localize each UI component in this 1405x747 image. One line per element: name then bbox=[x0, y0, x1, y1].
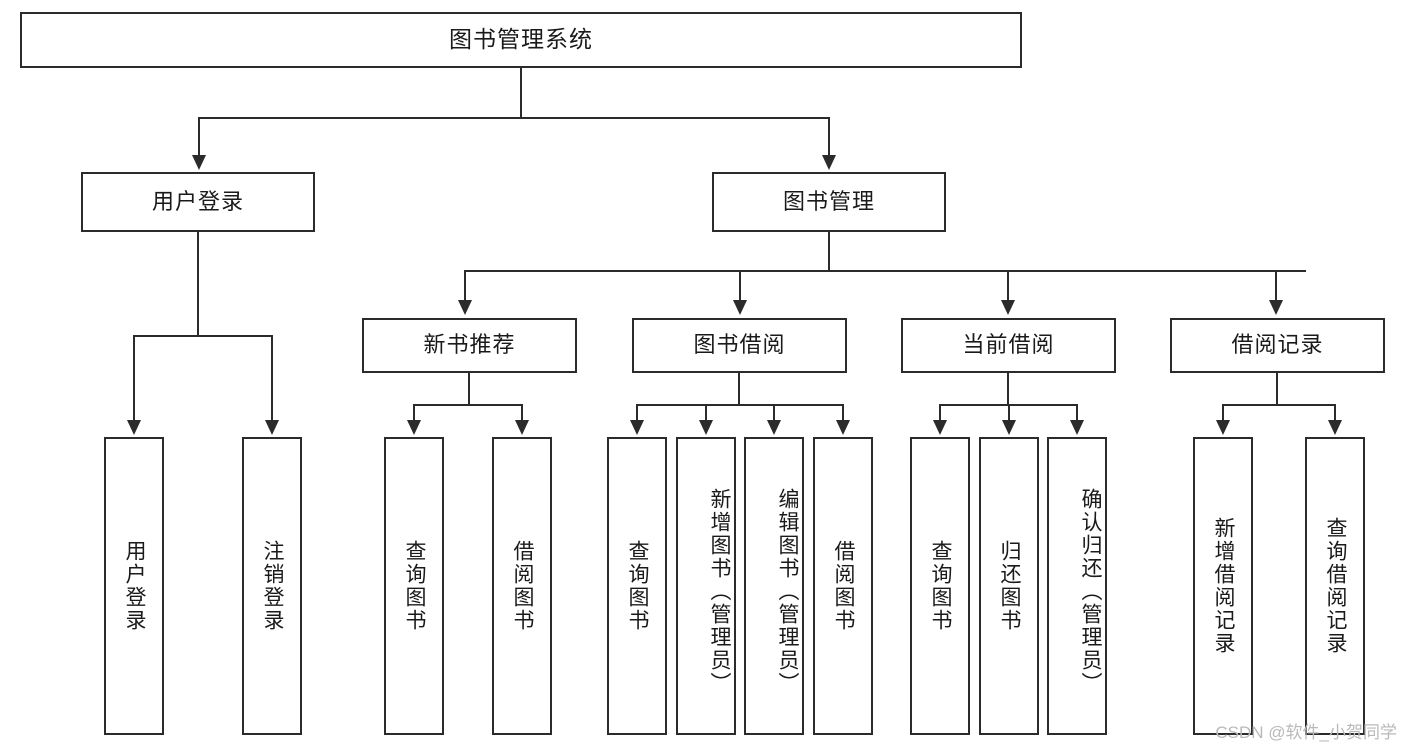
arrow-new-books-to-leaf-2 bbox=[515, 420, 529, 435]
connector-borrow-to-leaf-3 bbox=[773, 404, 775, 420]
connector-borrow-to-leaf-2 bbox=[705, 404, 707, 420]
node-book-management[interactable]: 图书管理 bbox=[712, 172, 946, 232]
connector-root-to-user-login bbox=[198, 117, 200, 155]
connector-user-login-bar bbox=[133, 335, 273, 337]
connector-new-books-to-leaf-1 bbox=[413, 404, 415, 420]
arrow-book-mgmt-to-borrow bbox=[733, 300, 747, 315]
arrow-new-books-to-leaf-1 bbox=[407, 420, 421, 435]
connector-current-to-leaf-1 bbox=[939, 404, 941, 420]
arrow-borrow-to-leaf-3 bbox=[767, 420, 781, 435]
arrow-records-to-leaf-1 bbox=[1216, 420, 1230, 435]
node-borrow-records[interactable]: 借阅记录 bbox=[1170, 318, 1385, 373]
connector-records-stem bbox=[1276, 373, 1278, 404]
arrow-book-mgmt-to-new-books bbox=[458, 300, 472, 315]
arrow-records-to-leaf-2 bbox=[1328, 420, 1342, 435]
connector-user-login-stem bbox=[197, 232, 199, 335]
arrow-borrow-to-leaf-1 bbox=[630, 420, 644, 435]
leaf-borrow-query[interactable]: 查询图书 bbox=[607, 437, 667, 735]
arrow-current-to-leaf-3 bbox=[1070, 420, 1084, 435]
arrow-current-to-leaf-1 bbox=[933, 420, 947, 435]
arrow-book-mgmt-to-current bbox=[1001, 300, 1015, 315]
arrow-borrow-to-leaf-4 bbox=[836, 420, 850, 435]
connector-book-mgmt-to-current bbox=[1007, 270, 1009, 300]
arrow-borrow-to-leaf-2 bbox=[699, 420, 713, 435]
connector-user-login-to-leaf-1 bbox=[133, 335, 135, 420]
connector-new-books-bar bbox=[413, 404, 523, 406]
arrow-user-login-to-leaf-2 bbox=[265, 420, 279, 435]
leaf-new-books-query[interactable]: 查询图书 bbox=[384, 437, 444, 735]
arrow-user-login-to-leaf-1 bbox=[127, 420, 141, 435]
node-current-borrow[interactable]: 当前借阅 bbox=[901, 318, 1116, 373]
connector-root-stem bbox=[520, 68, 522, 117]
leaf-new-books-borrow[interactable]: 借阅图书 bbox=[492, 437, 552, 735]
leaf-current-return[interactable]: 归还图书 bbox=[979, 437, 1039, 735]
connector-root-bar bbox=[198, 117, 830, 119]
connector-book-mgmt-stem bbox=[828, 232, 830, 270]
connector-book-mgmt-bar bbox=[464, 270, 1306, 272]
leaf-borrow-borrow-book[interactable]: 借阅图书 bbox=[813, 437, 873, 735]
leaf-borrow-edit-book-admin[interactable]: 编辑图书（管理员） bbox=[744, 437, 804, 735]
arrow-root-to-user-login bbox=[192, 155, 206, 170]
connector-new-books-stem bbox=[468, 373, 470, 404]
connector-records-to-leaf-2 bbox=[1334, 404, 1336, 420]
watermark-csdn: CSDN @软件_小贺同学 bbox=[1215, 723, 1397, 742]
leaf-current-confirm-return-admin[interactable]: 确认归还（管理员） bbox=[1047, 437, 1107, 735]
node-root-system[interactable]: 图书管理系统 bbox=[20, 12, 1022, 68]
connector-user-login-to-leaf-2 bbox=[271, 335, 273, 420]
leaf-user-login[interactable]: 用户登录 bbox=[104, 437, 164, 735]
node-book-borrow[interactable]: 图书借阅 bbox=[632, 318, 847, 373]
connector-book-mgmt-to-borrow bbox=[739, 270, 741, 300]
leaf-borrow-add-book-admin[interactable]: 新增图书（管理员） bbox=[676, 437, 736, 735]
connector-borrow-stem bbox=[738, 373, 740, 404]
connector-borrow-to-leaf-1 bbox=[636, 404, 638, 420]
arrow-current-to-leaf-2 bbox=[1002, 420, 1016, 435]
arrow-book-mgmt-to-records bbox=[1269, 300, 1283, 315]
connector-book-mgmt-to-new-books bbox=[464, 270, 466, 300]
connector-borrow-bar bbox=[636, 404, 844, 406]
connector-book-mgmt-to-records bbox=[1275, 270, 1277, 300]
connector-root-to-book-mgmt bbox=[828, 117, 830, 155]
connector-new-books-to-leaf-2 bbox=[521, 404, 523, 420]
connector-current-to-leaf-3 bbox=[1076, 404, 1078, 420]
connector-borrow-to-leaf-4 bbox=[842, 404, 844, 420]
connector-records-bar bbox=[1222, 404, 1336, 406]
connector-current-stem bbox=[1007, 373, 1009, 404]
connector-records-to-leaf-1 bbox=[1222, 404, 1224, 420]
node-user-login[interactable]: 用户登录 bbox=[81, 172, 315, 232]
leaf-logout[interactable]: 注销登录 bbox=[242, 437, 302, 735]
leaf-records-query[interactable]: 查询借阅记录 bbox=[1305, 437, 1365, 735]
arrow-root-to-book-mgmt bbox=[822, 155, 836, 170]
connector-current-to-leaf-2 bbox=[1008, 404, 1010, 420]
node-new-book-recommend[interactable]: 新书推荐 bbox=[362, 318, 577, 373]
leaf-records-add[interactable]: 新增借阅记录 bbox=[1193, 437, 1253, 735]
leaf-current-query[interactable]: 查询图书 bbox=[910, 437, 970, 735]
